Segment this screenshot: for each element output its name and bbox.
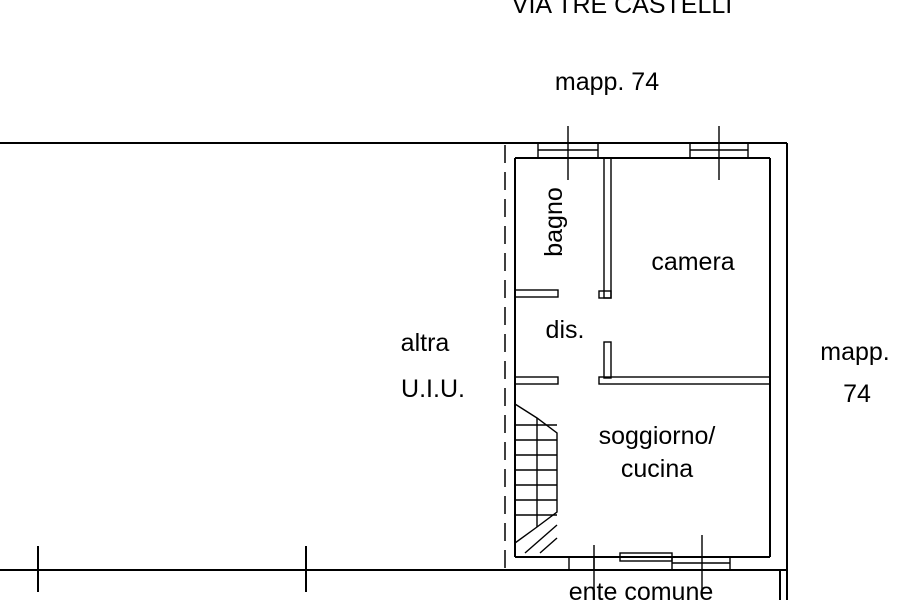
north-windows <box>537 126 749 180</box>
east-parcel-label-line2: 74 <box>843 380 871 408</box>
bathroom-label: bagno <box>540 187 568 257</box>
other-unit-label-line2: U.I.U. <box>401 375 465 403</box>
other-unit-label-line1: altra <box>401 329 450 357</box>
north-parcel-label: mapp. 74 <box>555 68 659 96</box>
bedroom-label: camera <box>651 248 734 276</box>
common-area-label: ente comune <box>569 578 714 600</box>
other-unit-outline <box>0 142 505 592</box>
street-label: VIA TRE CASTELLI <box>512 0 732 19</box>
hallway-label: dis. <box>546 316 585 344</box>
living-label-line1: soggiorno/ <box>599 422 716 450</box>
east-parcel-label-line1: mapp. <box>820 338 889 366</box>
south-openings <box>568 535 731 600</box>
interior-partitions <box>514 157 771 385</box>
staircase <box>514 403 558 554</box>
common-area-outline <box>779 570 788 600</box>
living-label-line2: cucina <box>621 455 693 483</box>
